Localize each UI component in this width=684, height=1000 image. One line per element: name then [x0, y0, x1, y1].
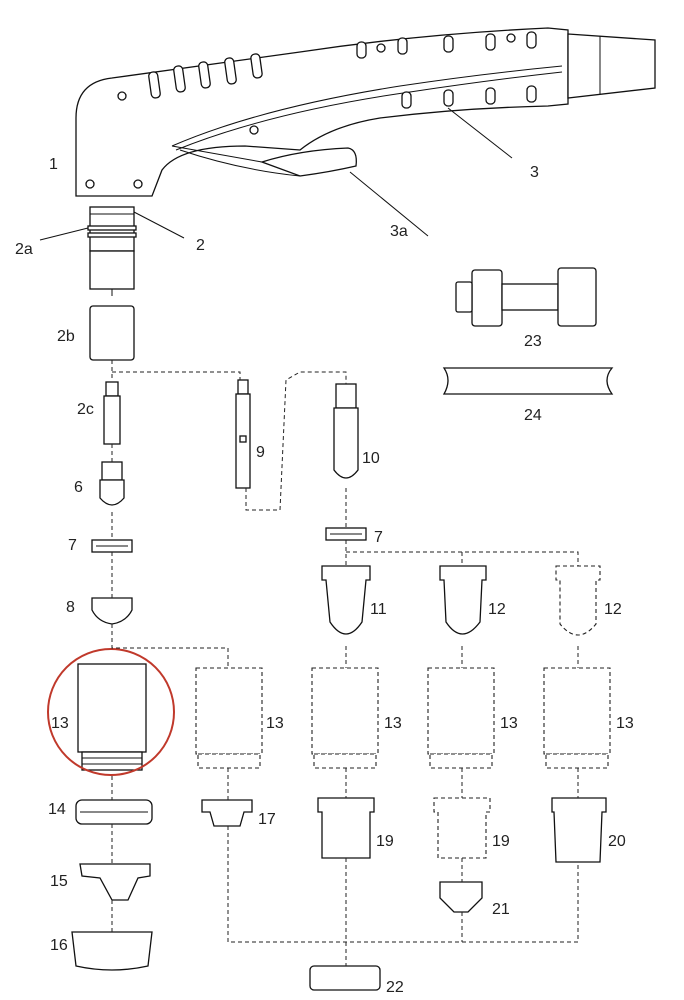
label-2: 2 — [196, 237, 205, 254]
part-8-nozzle — [91, 597, 133, 625]
part-23-tool — [455, 267, 597, 327]
label-19: 19 — [376, 833, 394, 850]
label-1: 1 — [49, 156, 58, 173]
part-19b-shield — [433, 797, 491, 859]
part-20-shield — [551, 797, 607, 863]
label-19b: 19 — [492, 833, 510, 850]
label-23: 23 — [524, 333, 542, 350]
label-3a: 3a — [390, 223, 408, 240]
part-17-deflector — [201, 799, 253, 827]
part-21-tip — [439, 881, 483, 913]
label-2a: 2a — [15, 241, 33, 258]
part-13c-shield-cup — [311, 667, 379, 769]
part-labels: 1 2 2a 3 3a 2b 2c 6 7 8 9 10 7 11 12 12 … — [15, 156, 634, 996]
part-16-cap — [71, 931, 153, 971]
label-12b: 12 — [604, 601, 622, 618]
label-14: 14 — [48, 801, 66, 818]
part-12b-nozzle — [555, 565, 601, 636]
trigger — [259, 147, 357, 177]
part-24-wrench — [442, 367, 614, 395]
part-9 — [235, 379, 251, 489]
part-13-shield-cup-highlighted — [77, 663, 147, 771]
label-6: 6 — [74, 479, 83, 496]
label-15: 15 — [50, 873, 68, 890]
leader-lines — [39, 107, 513, 241]
part-6-electrode — [99, 461, 125, 506]
label-20: 20 — [608, 833, 626, 850]
part-19-shield — [317, 797, 375, 859]
label-13: 13 — [51, 715, 69, 732]
label-8: 8 — [66, 599, 75, 616]
part-12-nozzle — [439, 565, 487, 635]
part-22-knob — [309, 965, 381, 991]
part-2b-sleeve — [89, 305, 135, 361]
label-7: 7 — [68, 537, 77, 554]
part-2c — [103, 381, 121, 445]
part-13d-shield-cup — [427, 667, 495, 769]
label-13c: 13 — [384, 715, 402, 732]
highlight-circle — [47, 648, 175, 776]
label-7b: 7 — [374, 529, 383, 546]
label-2c: 2c — [77, 401, 94, 418]
part-13e-shield-cup — [543, 667, 611, 769]
connector-lines — [111, 360, 579, 966]
part-11-nozzle — [321, 565, 371, 635]
label-24: 24 — [524, 407, 542, 424]
label-11: 11 — [370, 601, 387, 618]
label-13e: 13 — [616, 715, 634, 732]
part-13b-shield-cup — [195, 667, 263, 769]
label-17: 17 — [258, 811, 276, 828]
label-16: 16 — [50, 937, 68, 954]
label-3: 3 — [530, 164, 539, 181]
part-15-spacer — [79, 863, 151, 901]
label-2b: 2b — [57, 328, 75, 345]
label-21: 21 — [492, 901, 510, 918]
label-10: 10 — [362, 450, 380, 467]
part-10 — [333, 383, 359, 479]
label-13d: 13 — [500, 715, 518, 732]
label-13b: 13 — [266, 715, 284, 732]
label-12: 12 — [488, 601, 506, 618]
torch-handle — [75, 27, 656, 197]
label-22: 22 — [386, 979, 404, 996]
label-9: 9 — [256, 444, 265, 461]
